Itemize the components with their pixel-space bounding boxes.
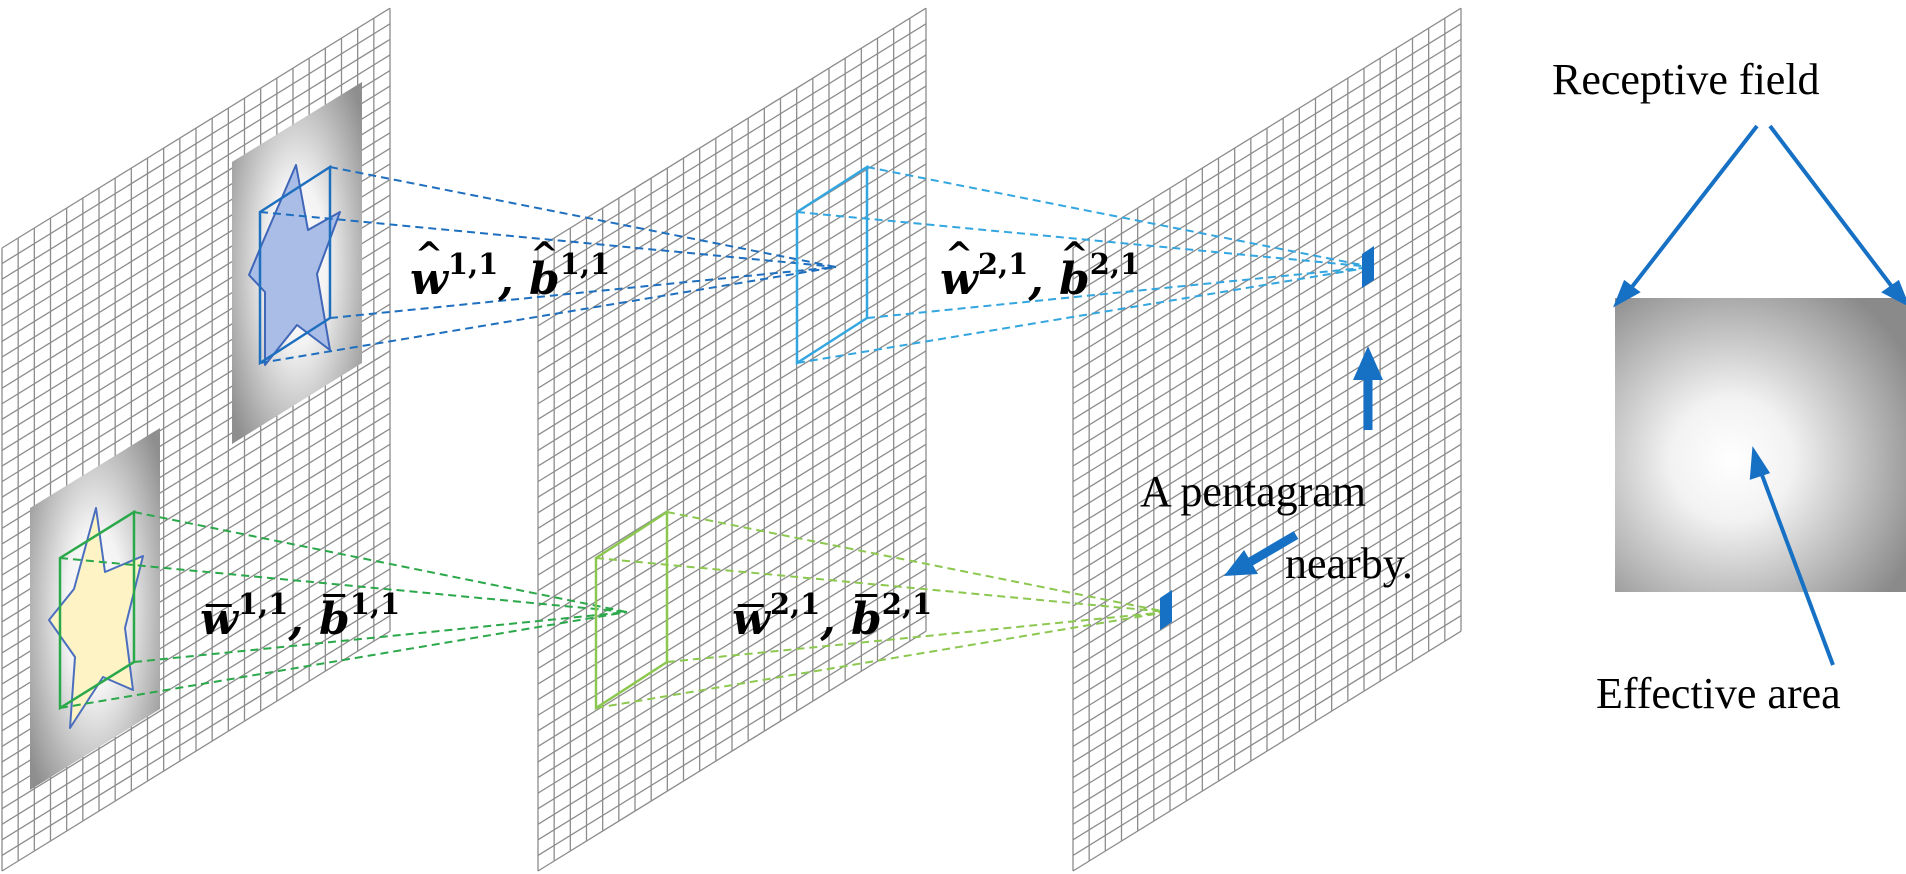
grid-row-line — [1072, 615, 1462, 856]
grid-row-line — [1072, 490, 1462, 732]
grid-row-line — [1, 630, 391, 872]
output-layer-grid — [1072, 7, 1462, 872]
grid-row-line — [1072, 210, 1462, 452]
pentagram-label-line2: nearby. — [1285, 539, 1413, 588]
bottom-convolution-path — [58, 509, 1172, 711]
grid-row-line — [537, 225, 927, 467]
grid-row-line — [537, 428, 927, 670]
grid-row-line — [1072, 412, 1462, 654]
grid-row-line — [537, 412, 927, 654]
grid-row-line — [537, 54, 927, 296]
grid-row-line — [1072, 350, 1462, 592]
effective-area-arrow — [1749, 445, 1835, 666]
grid-row-line — [1072, 272, 1462, 514]
grid-row-line — [1072, 288, 1462, 529]
grid-row-line — [1072, 506, 1462, 747]
layer1-bottom-weight-label: w1,1, b1,1 — [200, 587, 401, 645]
grid-row-line — [1072, 381, 1462, 623]
grid-row-line — [537, 194, 927, 436]
grid-row-line — [537, 178, 927, 420]
receptive-field-arrows — [1613, 124, 1906, 308]
grid-row-line — [537, 350, 927, 592]
grid-row-line — [1072, 459, 1462, 701]
grid-row-line — [537, 132, 927, 374]
pentagram-label-line1: A pentagram — [1140, 467, 1367, 516]
grid-row-line — [1, 615, 391, 856]
grid-row-line — [537, 7, 927, 249]
grid-row-line — [537, 397, 927, 638]
grid-row-line — [537, 256, 927, 498]
grid-row-line — [1072, 583, 1462, 825]
grid-row-line — [1072, 303, 1462, 545]
grid-row-line — [1072, 225, 1462, 467]
grid-row-line — [537, 38, 927, 280]
grid-row-line — [1, 23, 391, 265]
grid-row-line — [1072, 334, 1462, 576]
grid-row-line — [1072, 38, 1462, 280]
grid-row-line — [1, 54, 391, 296]
grid-row-line — [1072, 147, 1462, 389]
grid-row-line — [1072, 443, 1462, 685]
grid-row-line — [537, 210, 927, 452]
grid-row-line — [537, 23, 927, 265]
grid-row-line — [1072, 552, 1462, 794]
grid-row-line — [537, 365, 927, 607]
grid-row-line — [1, 7, 391, 249]
grid-row-line — [537, 443, 927, 685]
grid-row-line — [537, 85, 927, 327]
receptive-field-label: Receptive field — [1552, 55, 1820, 104]
grid-row-line — [1072, 599, 1462, 841]
grid-row-line — [1072, 23, 1462, 265]
grid-row-line — [1072, 101, 1462, 343]
grid-row-line — [1072, 132, 1462, 374]
grid-row-line — [1072, 537, 1462, 779]
grid-row-line — [1072, 54, 1462, 296]
grid-row-line — [1072, 163, 1462, 405]
grid-row-line — [537, 288, 927, 529]
bottom-star-icon — [48, 507, 144, 729]
grid-row-line — [1072, 194, 1462, 436]
pentagram-arrows — [1224, 346, 1383, 576]
grid-row-line — [1072, 319, 1462, 561]
grid-row-line — [1072, 397, 1462, 638]
grid-row-line — [537, 630, 927, 872]
layer2-bottom-weight-label: w2,1, b2,1 — [732, 587, 933, 645]
grid-row-line — [537, 537, 927, 779]
grid-row-line — [1072, 365, 1462, 607]
grid-row-line — [1072, 7, 1462, 249]
grid-row-line — [537, 334, 927, 576]
grid-row-line — [1072, 630, 1462, 872]
grid-row-line — [537, 241, 927, 483]
grid-row-line — [537, 381, 927, 623]
grid-row-line — [1072, 69, 1462, 311]
grid-row-line — [537, 272, 927, 514]
grid-row-line — [1072, 474, 1462, 716]
grid-row-line — [537, 101, 927, 343]
grid-row-line — [1072, 256, 1462, 498]
grid-row-line — [537, 303, 927, 545]
grid-row-line — [1072, 178, 1462, 420]
effective-area-square — [1615, 298, 1906, 592]
grid-row-line — [537, 319, 927, 561]
grid-row-line — [537, 116, 927, 358]
grid-row-line — [537, 163, 927, 405]
grid-row-line — [1072, 521, 1462, 763]
layer2-top-weight-label: w2,1, b2,1 — [940, 250, 1140, 302]
layer1-top-weight-label: w1,1, b1,1 — [410, 250, 610, 302]
grid-row-line — [537, 459, 927, 701]
grid-row-line — [537, 615, 927, 856]
grid-row-line — [1072, 85, 1462, 327]
grid-row-line — [1072, 568, 1462, 810]
grid-row-line — [1072, 116, 1462, 358]
grid-row-line — [537, 69, 927, 311]
grid-row-line — [537, 147, 927, 389]
top-convolution-path — [258, 164, 1374, 366]
grid-row-line — [1, 38, 391, 280]
effective-area-label: Effective area — [1596, 669, 1841, 718]
hidden-layer-grid — [537, 7, 927, 872]
grid-row-line — [1072, 241, 1462, 483]
